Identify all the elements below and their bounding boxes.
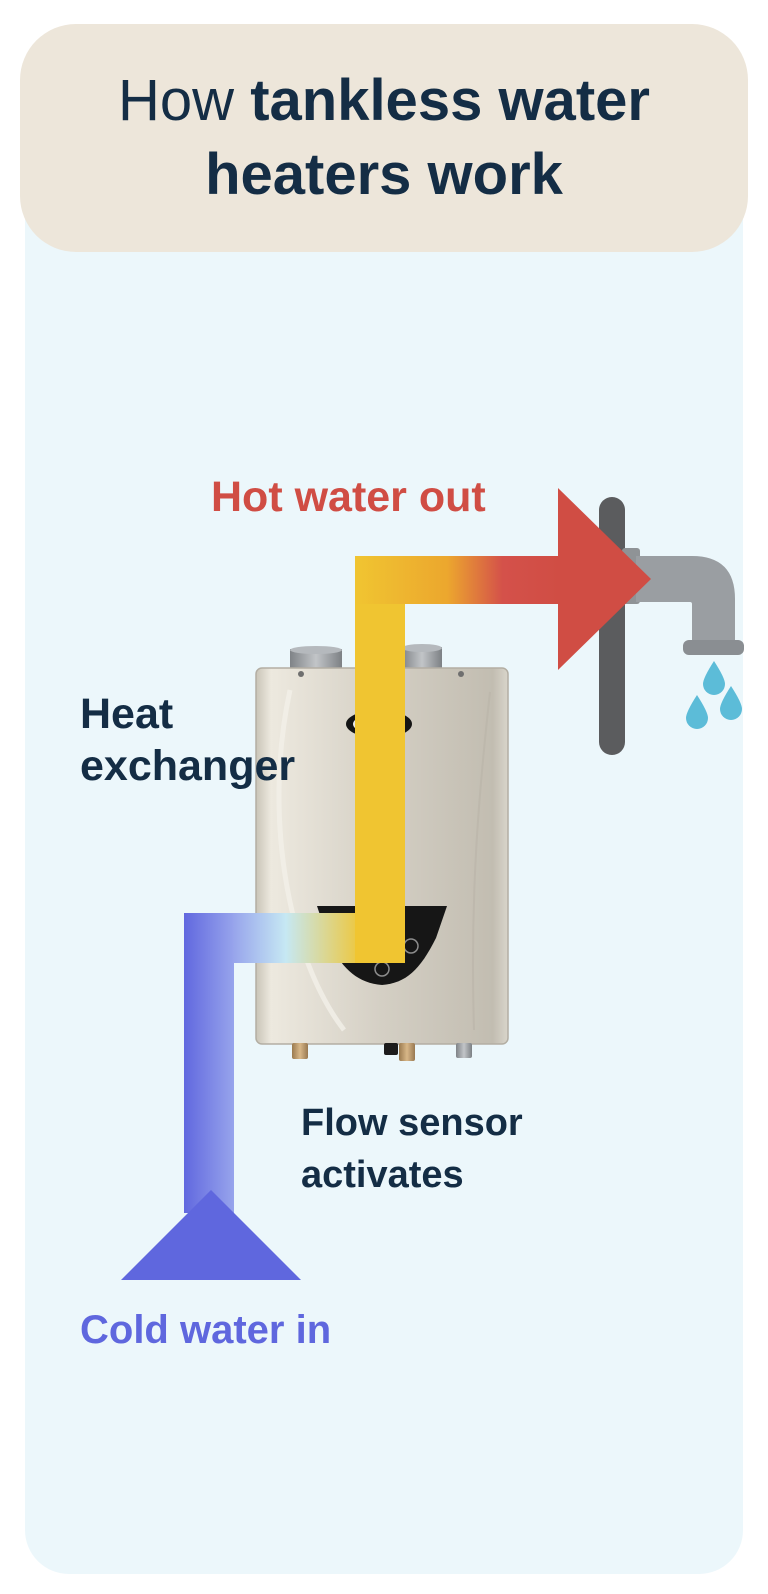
mount-screw-left xyxy=(298,671,304,677)
gas-fitting xyxy=(384,1043,398,1055)
page-title: How tankless water heaters work xyxy=(20,64,748,212)
faucet-spout xyxy=(636,556,735,650)
vent-pipe-left-top xyxy=(290,646,342,654)
droplet-left xyxy=(686,695,708,729)
hot-water-out-label: Hot water out xyxy=(211,473,486,521)
title-box xyxy=(20,24,748,252)
faucet-icon xyxy=(599,497,744,755)
cold-inlet-arrow xyxy=(121,1190,301,1280)
droplet-right xyxy=(720,686,742,720)
cold-water-in-label: Cold water in xyxy=(80,1308,332,1352)
inlet-fitting-right xyxy=(456,1043,472,1058)
cold-water-flow xyxy=(121,913,365,1280)
droplet-top xyxy=(703,661,725,695)
heater-panel-curve xyxy=(471,691,491,1031)
mount-screw-right xyxy=(458,671,464,677)
hot-pipe-horizontal xyxy=(355,556,560,604)
vent-pipe-left xyxy=(290,649,342,672)
cold-pipe-vertical xyxy=(184,913,234,1213)
hot-outlet-arrow xyxy=(558,488,651,670)
heater-front-curve xyxy=(276,689,346,1032)
title-prefix: How xyxy=(118,68,235,133)
water-droplet-icon xyxy=(686,661,742,729)
faucet-tip xyxy=(683,640,744,655)
hot-water-flow xyxy=(355,488,651,963)
heat-exchanger-label: Heat exchanger xyxy=(80,690,296,790)
flow-sensor-label: Flow sensor activates xyxy=(301,1102,523,1196)
title-emphasis: tankless water heaters work xyxy=(205,68,650,207)
heat-exchanger-pipe xyxy=(355,556,405,963)
vent-pipe-right-top xyxy=(402,644,442,652)
outlet-fitting xyxy=(399,1043,415,1061)
cold-pipe-horizontal xyxy=(233,913,365,963)
inlet-fitting-left xyxy=(292,1043,308,1059)
